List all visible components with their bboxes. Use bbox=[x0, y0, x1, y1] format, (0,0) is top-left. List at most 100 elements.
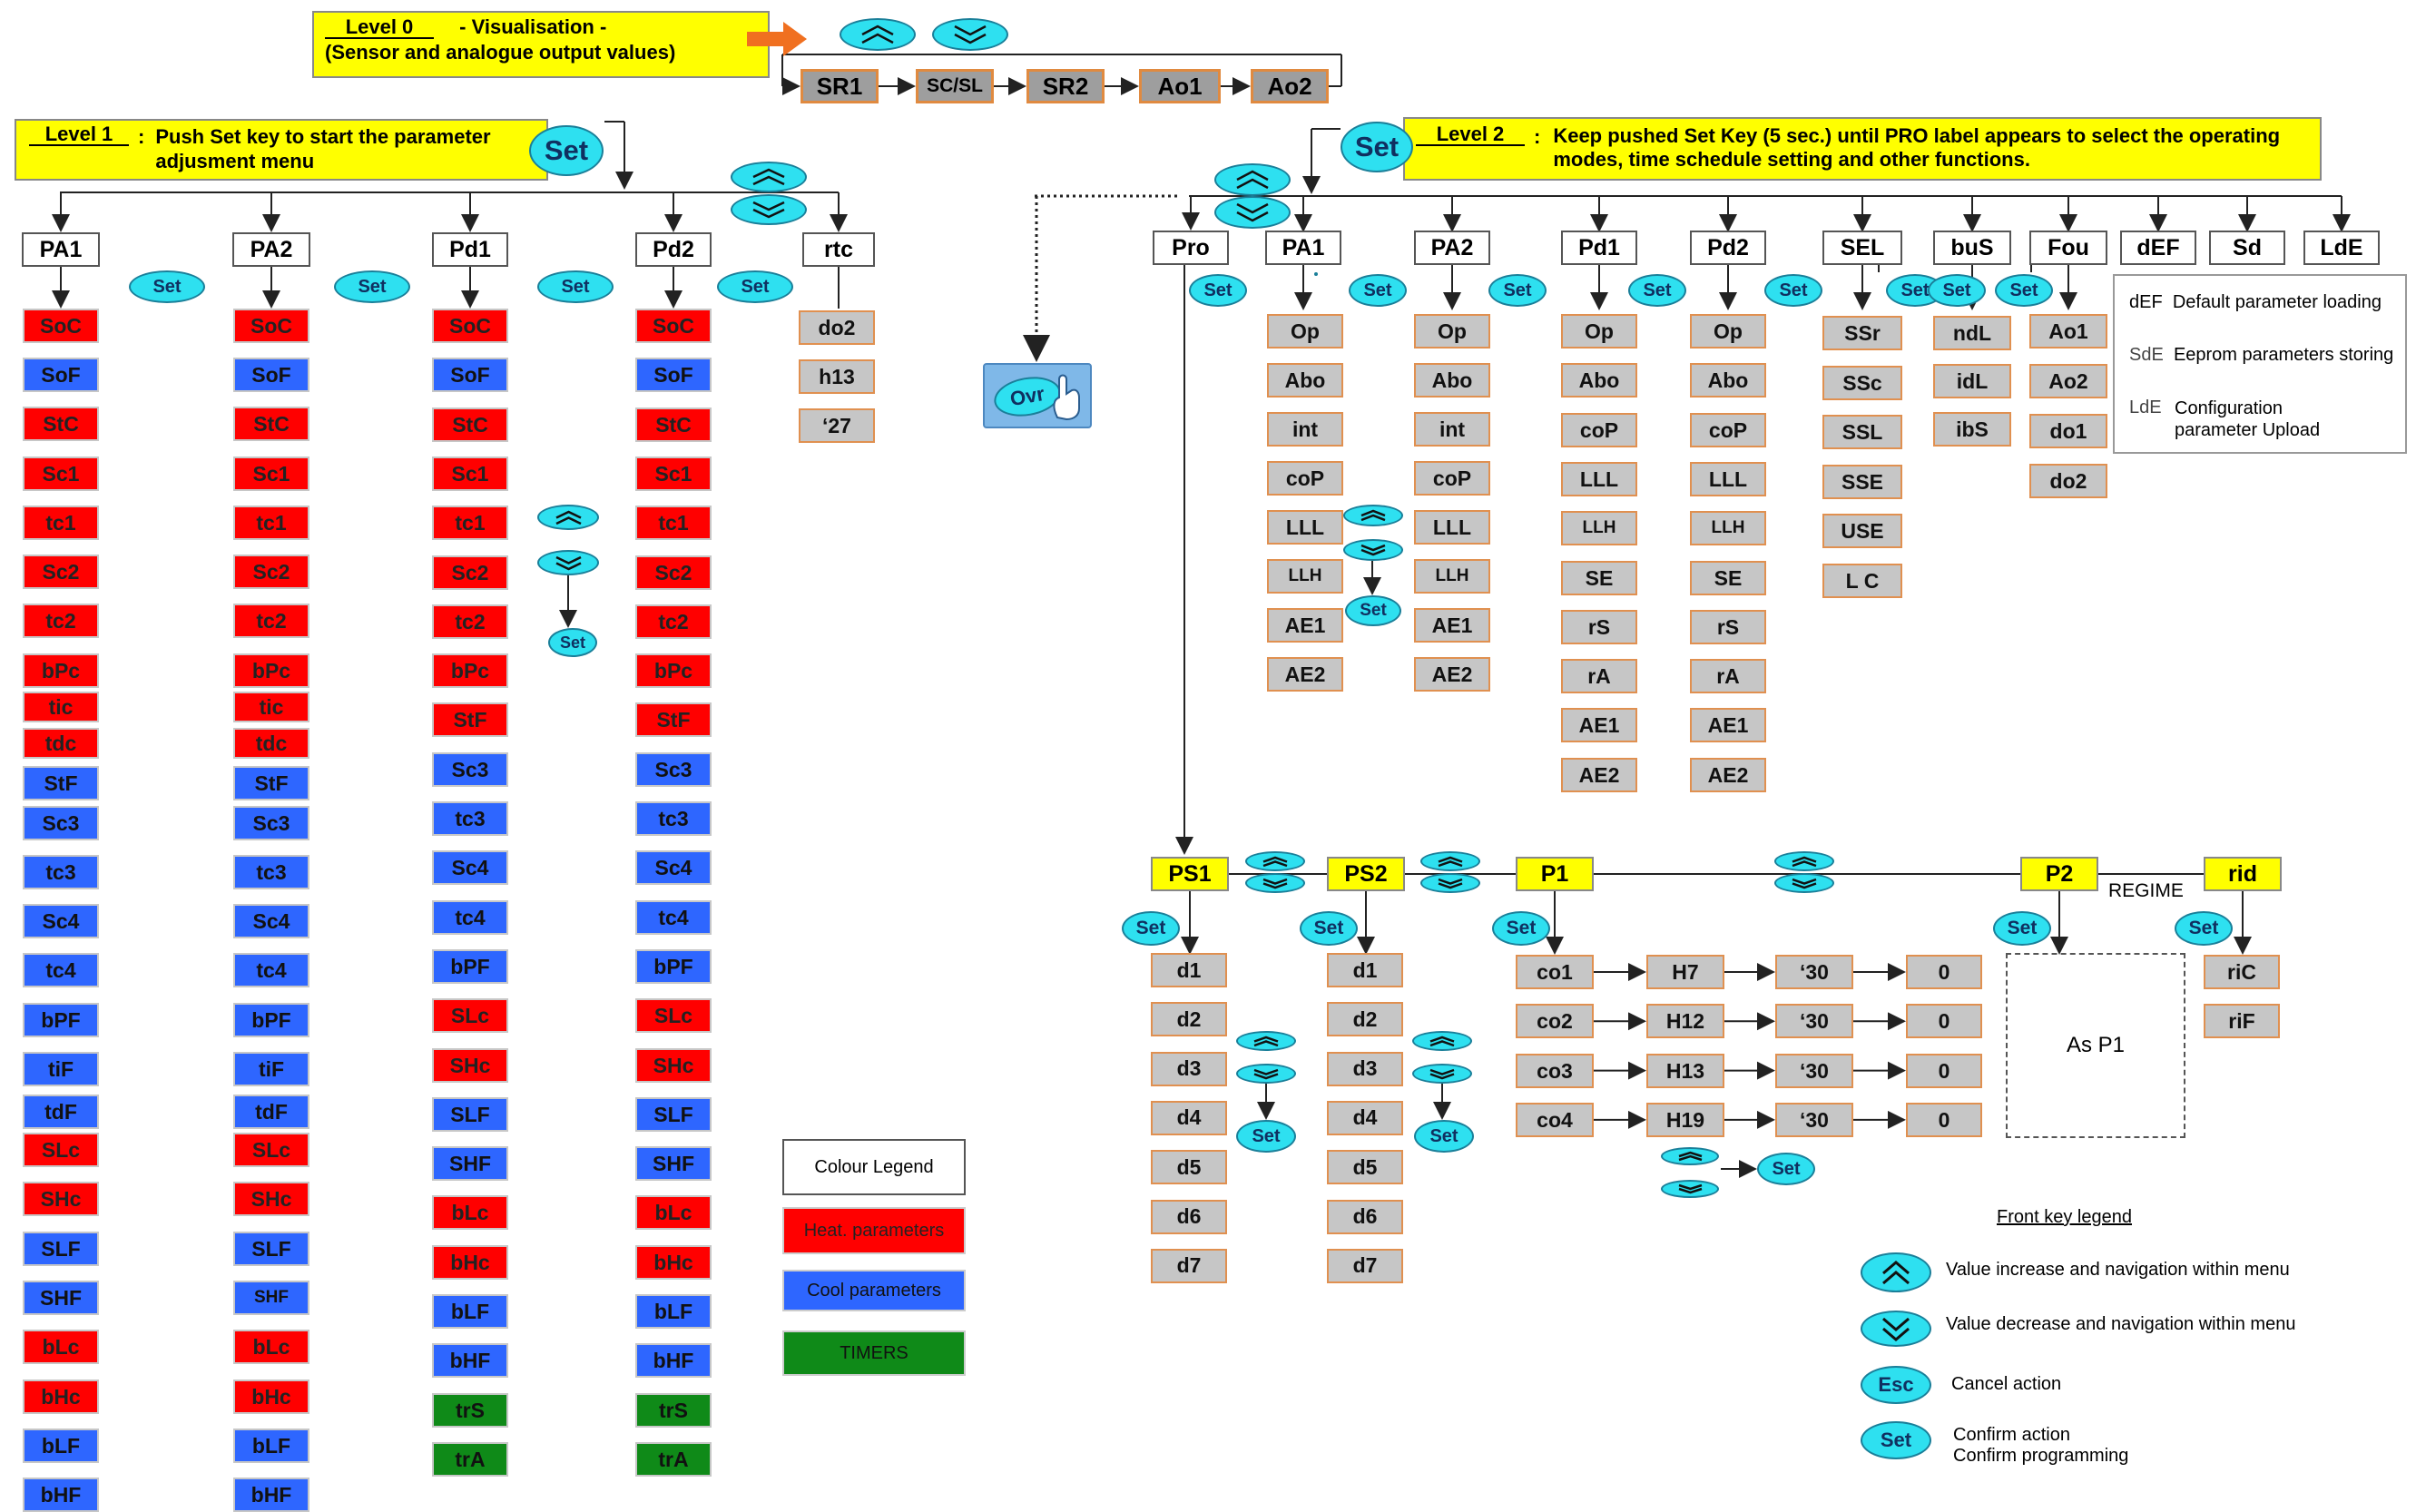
level1-param-pd1-sc1[interactable]: Sc1 bbox=[432, 457, 508, 491]
schedule-up-arrow-icon[interactable] bbox=[1774, 851, 1834, 871]
level1-param-pa1-tc2[interactable]: tc2 bbox=[23, 604, 99, 638]
schedule-down-arrow-icon[interactable] bbox=[1245, 873, 1305, 893]
level1-down-arrow-icon[interactable] bbox=[731, 194, 807, 225]
level1-example-set-icon[interactable]: Set bbox=[548, 628, 597, 657]
level2-param-fou-do1[interactable]: do1 bbox=[2029, 414, 2107, 448]
level2-param-pa1-ae1[interactable]: AE1 bbox=[1267, 608, 1343, 643]
level2-param-bus-ndl[interactable]: ndL bbox=[1933, 316, 2011, 350]
level2-param-pd1-abo[interactable]: Abo bbox=[1561, 363, 1637, 398]
level2-param-pd2-op[interactable]: Op bbox=[1690, 314, 1766, 349]
level1-param-pa2-bhf[interactable]: bHF bbox=[233, 1478, 309, 1512]
level1-param-pd2-tc2[interactable]: tc2 bbox=[635, 604, 712, 639]
level1-param-pa1-tdf[interactable]: tdF bbox=[23, 1095, 99, 1129]
level1-header-pd1[interactable]: Pd1 bbox=[432, 232, 508, 267]
level1-param-pa1-bhc[interactable]: bHc bbox=[23, 1379, 99, 1414]
level1-param-pa2-sc3[interactable]: Sc3 bbox=[233, 806, 309, 840]
level2-header-pa2[interactable]: PA2 bbox=[1414, 231, 1490, 265]
level1-param-pd1-blf[interactable]: bLF bbox=[432, 1294, 508, 1329]
level2-param-pd2-cop[interactable]: coP bbox=[1690, 413, 1766, 447]
p1-cell-2-1[interactable]: H13 bbox=[1646, 1054, 1724, 1088]
level2-header-sd[interactable]: Sd bbox=[2209, 231, 2285, 265]
ps2-day-d1[interactable]: d1 bbox=[1327, 953, 1403, 987]
level1-set-key-icon[interactable]: Set bbox=[129, 270, 205, 303]
level1-param-pd1-shc[interactable]: SHc bbox=[432, 1048, 508, 1083]
level1-param-pd1-tc4[interactable]: tc4 bbox=[432, 900, 508, 935]
level2-example-set-icon[interactable]: Set bbox=[1345, 595, 1401, 626]
level1-param-pd1-blc[interactable]: bLc bbox=[432, 1195, 508, 1230]
level2-param-pa2-ae1[interactable]: AE1 bbox=[1414, 608, 1490, 643]
level1-param-pd2-tc1[interactable]: tc1 bbox=[635, 506, 712, 540]
level1-param-pd2-trs[interactable]: trS bbox=[635, 1393, 712, 1428]
schedule-up-arrow-icon[interactable] bbox=[1420, 851, 1480, 871]
level1-param-pd2-bhc[interactable]: bHc bbox=[635, 1245, 712, 1280]
level2-param-pa2-ae2[interactable]: AE2 bbox=[1414, 657, 1490, 692]
level2-param-pd2-llh[interactable]: LLH bbox=[1690, 511, 1766, 545]
ps1-day-d7[interactable]: d7 bbox=[1151, 1248, 1227, 1283]
level1-header-pa1[interactable]: PA1 bbox=[22, 232, 100, 267]
level1-param-pd2-shf[interactable]: SHF bbox=[635, 1146, 712, 1181]
rid-param-rif[interactable]: riF bbox=[2204, 1004, 2280, 1038]
schedule-header-rid[interactable]: rid bbox=[2204, 857, 2282, 891]
ps1-up-arrow-icon[interactable] bbox=[1236, 1031, 1296, 1051]
level1-param-pd2-sc2[interactable]: Sc2 bbox=[635, 555, 712, 590]
level1-param-pa1-tc1[interactable]: tc1 bbox=[23, 506, 99, 540]
schedule-set-key-icon[interactable]: Set bbox=[1993, 911, 2051, 946]
p1-cell-3-3[interactable]: 0 bbox=[1906, 1103, 1982, 1137]
level2-param-pa2-lll[interactable]: LLL bbox=[1414, 510, 1490, 545]
level1-param-pd2-bhf[interactable]: bHF bbox=[635, 1343, 712, 1378]
level2-up-arrow-icon[interactable] bbox=[1214, 163, 1291, 196]
level2-param-sel-ssl[interactable]: SSL bbox=[1822, 415, 1902, 449]
level2-set-key-icon[interactable]: Set bbox=[1628, 274, 1686, 307]
level2-param-fou-do2[interactable]: do2 bbox=[2029, 464, 2107, 498]
level1-param-pa2-stc[interactable]: StC bbox=[233, 407, 309, 441]
level1-param-pa2-tc1[interactable]: tc1 bbox=[233, 506, 309, 540]
level2-param-pd2-lll[interactable]: LLL bbox=[1690, 462, 1766, 496]
level1-param-pa2-tic[interactable]: tic bbox=[233, 692, 309, 722]
level1-param-pa2-stf[interactable]: StF bbox=[233, 766, 309, 800]
level1-param-pd2-sc3[interactable]: Sc3 bbox=[635, 752, 712, 787]
level1-param-pd1-sc3[interactable]: Sc3 bbox=[432, 752, 508, 787]
level1-param-pd1-stc[interactable]: StC bbox=[432, 407, 508, 442]
level2-param-pd2-rs[interactable]: rS bbox=[1690, 610, 1766, 644]
level1-set-key-icon[interactable]: Set bbox=[334, 270, 410, 303]
level1-param-pd1-slc[interactable]: SLc bbox=[432, 998, 508, 1033]
level2-param-pa2-llh[interactable]: LLH bbox=[1414, 559, 1490, 594]
level1-param-pa2-tc3[interactable]: tc3 bbox=[233, 855, 309, 889]
level1-param-pa2-shf[interactable]: SHF bbox=[233, 1281, 309, 1315]
ps2-down-arrow-icon[interactable] bbox=[1412, 1064, 1472, 1084]
level2-param-bus-ibs[interactable]: ibS bbox=[1933, 412, 2011, 447]
level1-param-pa1-bpf[interactable]: bPF bbox=[23, 1003, 99, 1037]
level1-header-pa2[interactable]: PA2 bbox=[232, 232, 310, 267]
ps2-day-d4[interactable]: d4 bbox=[1327, 1100, 1403, 1135]
level1-param-pd1-tc3[interactable]: tc3 bbox=[432, 801, 508, 836]
level2-param-pd2-se[interactable]: SE bbox=[1690, 561, 1766, 595]
level1-param-pa1-tc3[interactable]: tc3 bbox=[23, 855, 99, 889]
level1-set-key-icon[interactable]: Set bbox=[537, 270, 614, 303]
level2-header-fou[interactable]: Fou bbox=[2029, 231, 2107, 265]
ps2-day-d5[interactable]: d5 bbox=[1327, 1150, 1403, 1185]
level1-param-pd2-tc4[interactable]: tc4 bbox=[635, 900, 712, 935]
p1-cell-1-1[interactable]: H12 bbox=[1646, 1004, 1724, 1038]
level2-param-pd1-lll[interactable]: LLL bbox=[1561, 462, 1637, 496]
ps2-set-key-icon[interactable]: Set bbox=[1414, 1120, 1474, 1153]
level1-param-pd2-slc[interactable]: SLc bbox=[635, 998, 712, 1033]
level1-param-pa2-sc2[interactable]: Sc2 bbox=[233, 555, 309, 589]
p1-cell-0-2[interactable]: ‘30 bbox=[1775, 955, 1853, 989]
level2-set-key-icon[interactable]: Set bbox=[1995, 274, 2053, 307]
level1-param-pa2-slc[interactable]: SLc bbox=[233, 1133, 309, 1167]
level1-param-pa1-blf[interactable]: bLF bbox=[23, 1429, 99, 1463]
p1-down-arrow-icon[interactable] bbox=[1661, 1180, 1719, 1198]
level1-param-pa1-soc[interactable]: SoC bbox=[23, 309, 99, 343]
level1-param-pa1-bpc[interactable]: bPc bbox=[23, 653, 99, 688]
level2-param-pa2-cop[interactable]: coP bbox=[1414, 461, 1490, 496]
level2-param-pd1-se[interactable]: SE bbox=[1561, 561, 1637, 595]
level2-param-pa1-abo[interactable]: Abo bbox=[1267, 363, 1343, 398]
down-arrow-key-icon[interactable] bbox=[932, 18, 1008, 51]
level2-header-pd2[interactable]: Pd2 bbox=[1690, 231, 1766, 265]
level2-param-sel-sse[interactable]: SSE bbox=[1822, 465, 1902, 499]
level1-param-pd2-tra[interactable]: trA bbox=[635, 1442, 712, 1477]
level1-param-pd1-tc2[interactable]: tc2 bbox=[432, 604, 508, 639]
p1-cell-1-2[interactable]: ‘30 bbox=[1775, 1004, 1853, 1038]
level2-param-pd1-ae2[interactable]: AE2 bbox=[1561, 758, 1637, 792]
up-arrow-key-icon[interactable] bbox=[840, 18, 916, 51]
